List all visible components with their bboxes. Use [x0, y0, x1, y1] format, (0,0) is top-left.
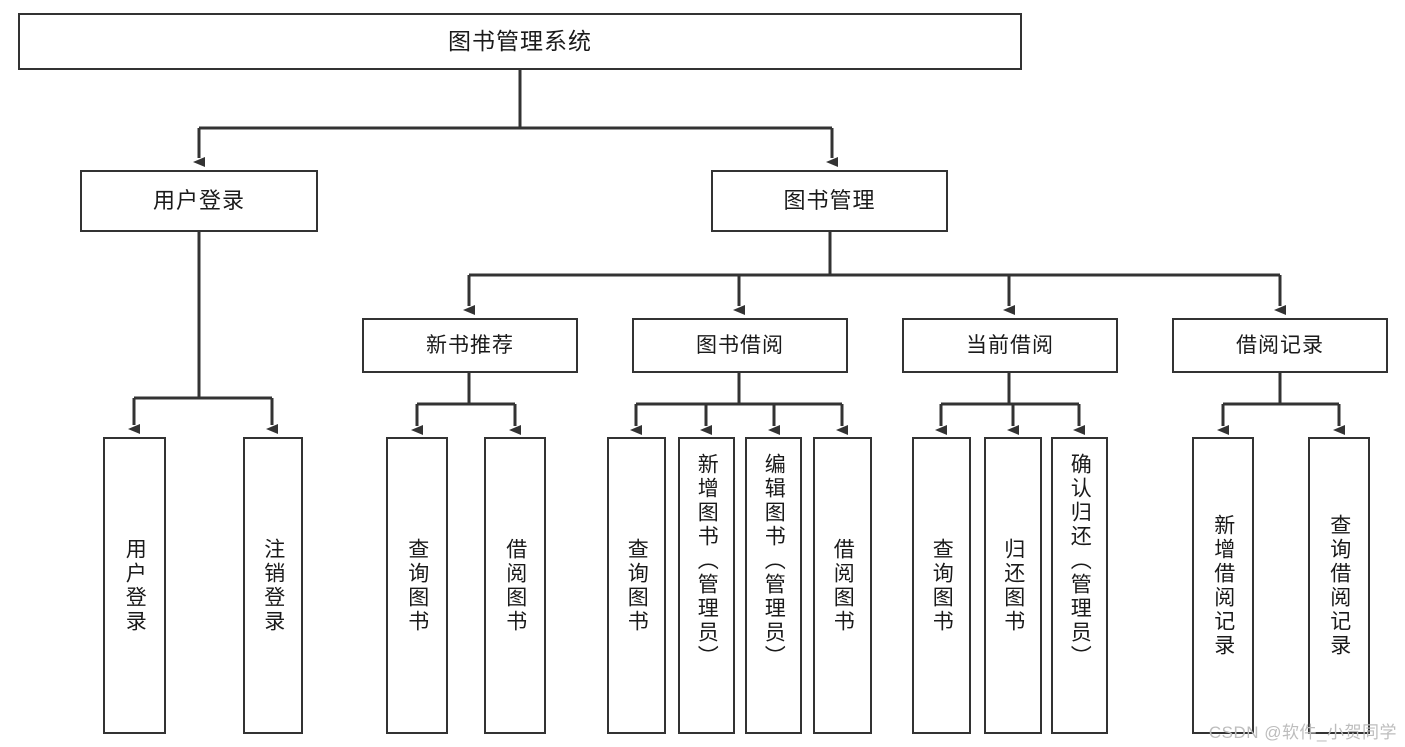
node-leaf-add-book[interactable]: 新增图书（管理员） [678, 437, 735, 734]
node-user-login[interactable]: 用户登录 [80, 170, 318, 232]
node-user-login-label: 用户登录 [152, 187, 245, 213]
node-leaf-confirm-return[interactable]: 确认归还（管理员） [1051, 437, 1108, 734]
watermark: CSDN @软件_小贺同学 [1208, 723, 1397, 742]
node-leaf-borrow-book-2-label: 借阅图书 [831, 537, 855, 634]
node-root[interactable]: 图书管理系统 [18, 13, 1022, 70]
node-leaf-borrow-book-1-label: 借阅图书 [503, 537, 527, 634]
node-leaf-edit-book-label: 编辑图书（管理员） [762, 453, 786, 669]
node-leaf-query-book-1[interactable]: 查询图书 [386, 437, 448, 734]
node-current-borrow-label: 当前借阅 [966, 333, 1054, 357]
node-leaf-confirm-return-label: 确认归还（管理员） [1068, 453, 1092, 669]
node-leaf-logout-label: 注销登录 [261, 537, 285, 634]
node-leaf-query-book-2-label: 查询图书 [625, 537, 649, 634]
node-new-book-recommend[interactable]: 新书推荐 [362, 318, 578, 373]
node-leaf-return-book[interactable]: 归还图书 [984, 437, 1042, 734]
node-leaf-return-book-label: 归还图书 [1001, 537, 1025, 634]
node-leaf-add-record[interactable]: 新增借阅记录 [1192, 437, 1254, 734]
node-leaf-query-record-label: 查询借阅记录 [1327, 513, 1351, 658]
node-leaf-query-book-1-label: 查询图书 [405, 537, 429, 634]
node-book-manage-label: 图书管理 [783, 187, 876, 213]
node-leaf-borrow-book-1[interactable]: 借阅图书 [484, 437, 546, 734]
node-leaf-logout[interactable]: 注销登录 [243, 437, 303, 734]
node-borrow-record[interactable]: 借阅记录 [1172, 318, 1388, 373]
node-leaf-user-login-label: 用户登录 [123, 537, 147, 634]
node-book-borrow[interactable]: 图书借阅 [632, 318, 848, 373]
node-current-borrow[interactable]: 当前借阅 [902, 318, 1118, 373]
node-root-label: 图书管理系统 [448, 27, 592, 54]
node-book-manage[interactable]: 图书管理 [711, 170, 948, 232]
node-leaf-query-book-2[interactable]: 查询图书 [607, 437, 666, 734]
node-leaf-add-book-label: 新增图书（管理员） [695, 453, 719, 669]
node-leaf-query-record[interactable]: 查询借阅记录 [1308, 437, 1370, 734]
node-leaf-user-login[interactable]: 用户登录 [103, 437, 166, 734]
node-new-book-recommend-label: 新书推荐 [426, 333, 514, 357]
node-borrow-record-label: 借阅记录 [1236, 333, 1324, 357]
node-leaf-query-book-3-label: 查询图书 [930, 537, 954, 634]
node-leaf-add-record-label: 新增借阅记录 [1211, 513, 1235, 658]
node-leaf-borrow-book-2[interactable]: 借阅图书 [813, 437, 872, 734]
node-leaf-query-book-3[interactable]: 查询图书 [912, 437, 971, 734]
node-leaf-edit-book[interactable]: 编辑图书（管理员） [745, 437, 802, 734]
node-book-borrow-label: 图书借阅 [696, 333, 784, 357]
